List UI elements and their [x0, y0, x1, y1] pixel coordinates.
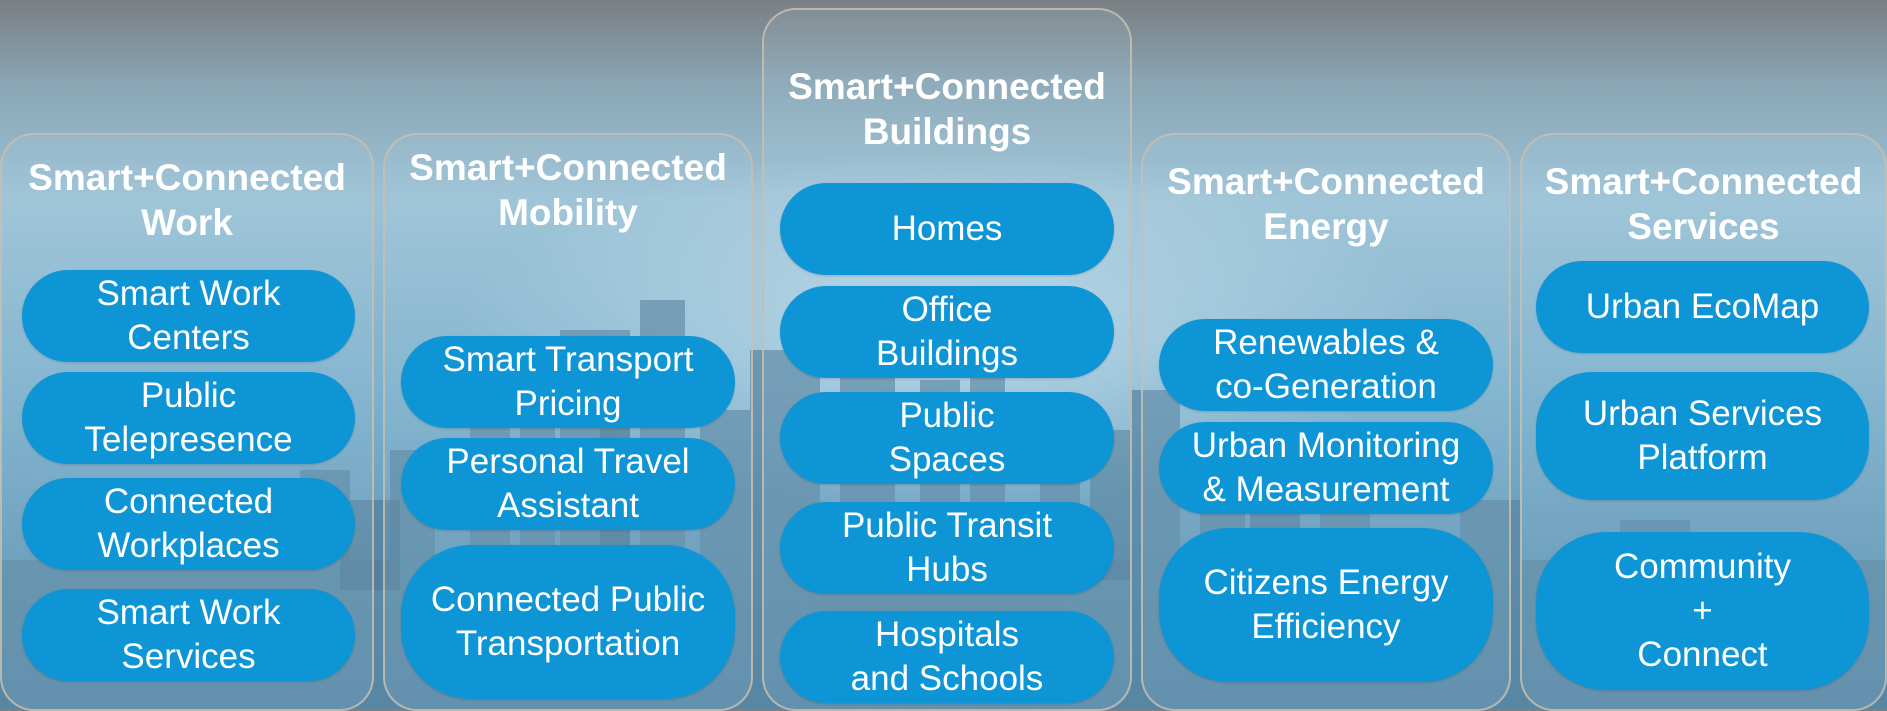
item-renewables-co-generation[interactable]: Renewables & co-Generation	[1159, 319, 1493, 411]
item-homes[interactable]: Homes	[780, 183, 1114, 275]
item-urban-services-platform[interactable]: Urban Services Platform	[1536, 372, 1869, 500]
column-title: Smart+Connected Mobility	[409, 147, 727, 233]
column-title: Smart+Connected Work	[28, 157, 346, 243]
item-office-buildings[interactable]: Office Buildings	[780, 286, 1114, 378]
item-public-spaces[interactable]: Public Spaces	[780, 392, 1114, 484]
column-work: Smart+Connected Work Smart Work Centers …	[0, 133, 374, 711]
item-connected-public-transportation[interactable]: Connected Public Transportation	[401, 545, 735, 699]
item-personal-travel-assistant[interactable]: Personal Travel Assistant	[401, 438, 735, 530]
column-buildings: Smart+Connected Buildings Homes Office B…	[762, 8, 1132, 711]
item-community-connect[interactable]: Community + Connect	[1536, 532, 1869, 690]
column-title: Smart+Connected Energy	[1167, 161, 1485, 247]
column-mobility: Smart+Connected Mobility Smart Transport…	[383, 133, 753, 711]
column-services: Smart+Connected Services Urban EcoMap Ur…	[1520, 133, 1887, 711]
column-title: Smart+Connected Buildings	[788, 66, 1106, 152]
column-title: Smart+Connected Services	[1544, 161, 1863, 247]
column-energy: Smart+Connected Energy Renewables & co-G…	[1141, 133, 1511, 711]
item-smart-work-services[interactable]: Smart Work Services	[22, 589, 355, 681]
item-smart-transport-pricing[interactable]: Smart Transport Pricing	[401, 336, 735, 428]
item-citizens-energy-efficiency[interactable]: Citizens Energy Efficiency	[1159, 528, 1493, 682]
item-urban-ecomap[interactable]: Urban EcoMap	[1536, 261, 1869, 353]
item-public-transit-hubs[interactable]: Public Transit Hubs	[780, 502, 1114, 594]
item-urban-monitoring-measurement[interactable]: Urban Monitoring & Measurement	[1159, 422, 1493, 514]
item-smart-work-centers[interactable]: Smart Work Centers	[22, 270, 355, 362]
item-connected-workplaces[interactable]: Connected Workplaces	[22, 478, 355, 570]
item-hospitals-and-schools[interactable]: Hospitals and Schools	[780, 611, 1114, 703]
item-public-telepresence[interactable]: Public Telepresence	[22, 372, 355, 464]
